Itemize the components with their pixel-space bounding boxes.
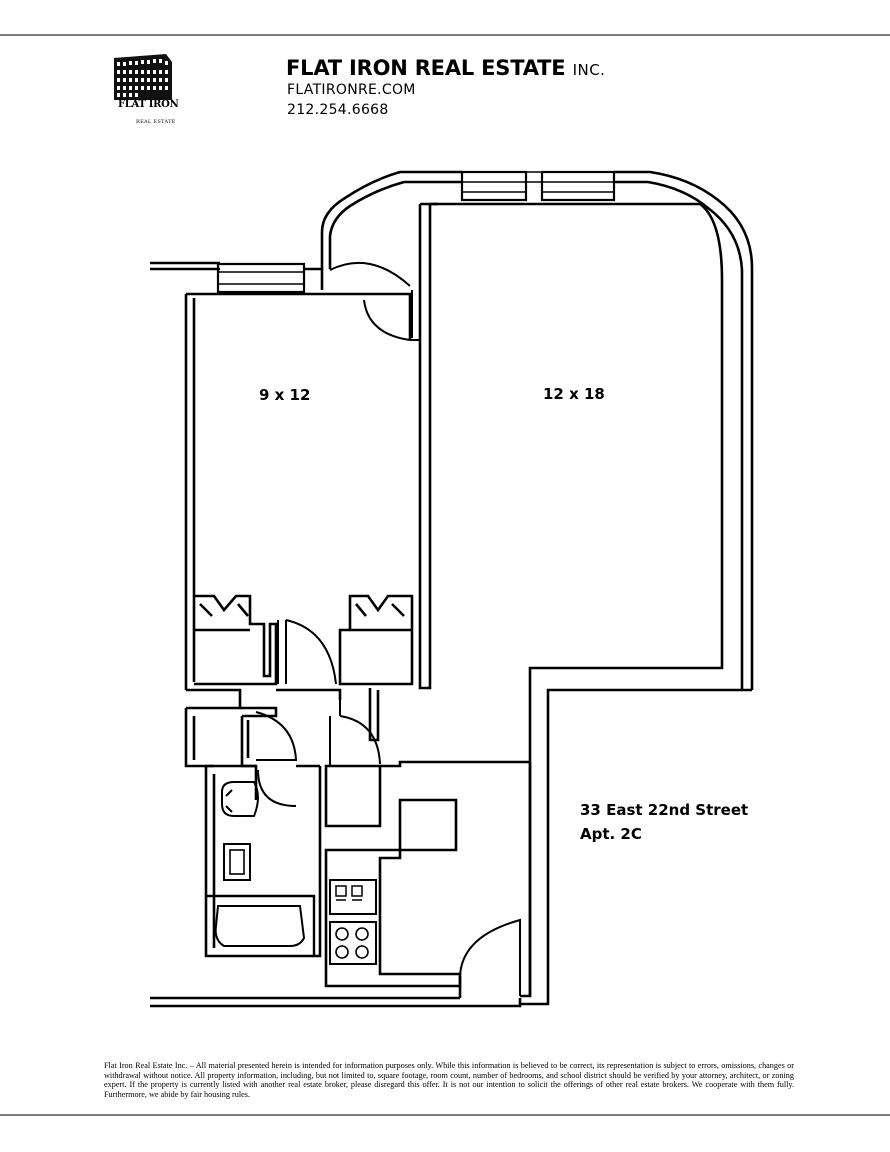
closet-door-2 [329, 700, 381, 766]
logo-wordmark: FLAT IRON [118, 99, 179, 110]
bathroom-wall [204, 764, 322, 958]
bedroom-closet-right [338, 594, 414, 686]
living-room-window-sills [462, 171, 614, 193]
bedroom-dimensions: 9 x 12 [259, 386, 311, 404]
curved-corner-wall [320, 170, 462, 269]
living-room-wall-south [520, 688, 752, 1006]
living-room-window-1 [460, 170, 528, 202]
living-room-window-2 [540, 170, 616, 202]
bathroom-toilet-inner [229, 849, 245, 875]
address-unit: Apt. 2C [580, 825, 642, 843]
hall-divider [276, 688, 380, 742]
exterior-wall-south [150, 976, 522, 1008]
bathroom-door [257, 769, 297, 807]
closet-block [324, 764, 382, 828]
bottom-rule [0, 1114, 890, 1116]
company-name: FLAT IRON REAL ESTATE INC. [286, 56, 605, 80]
exterior-wall-east [614, 170, 754, 690]
company-suffix: INC. [572, 61, 606, 79]
stove [329, 879, 377, 915]
hall-closet-door [255, 711, 298, 761]
bedroom-window-sill [218, 271, 304, 285]
company-website: FLATIRONRE.COM [287, 82, 416, 98]
logo-wordmark-sub: REAL ESTATE [136, 119, 176, 125]
bathroom-tub-basin [214, 905, 306, 947]
bedroom-wall [184, 292, 412, 690]
bathroom-toilet [223, 843, 251, 881]
top-rule [0, 34, 890, 36]
exterior-wall-west [150, 261, 220, 271]
bedroom-window [216, 262, 306, 294]
living-room-wall-west [418, 204, 432, 690]
company-name-text: FLAT IRON REAL ESTATE [286, 56, 566, 80]
kitchen-sink [329, 921, 377, 965]
bathroom-sink [221, 781, 259, 817]
stove-burners [335, 885, 363, 901]
bedroom-closet-right-detail [350, 603, 412, 632]
kitchen-entry-door [459, 918, 521, 996]
exterior-wall-bedroom-top [304, 267, 324, 290]
sink-basin-2 [355, 927, 369, 941]
entry-door-arc [329, 261, 411, 287]
flatiron-building-icon-graphic [114, 54, 172, 100]
address-street: 33 East 22nd Street [580, 801, 749, 819]
hall-wall-left [184, 688, 242, 768]
bedroom-closet-left [194, 594, 278, 686]
sink-basin-1 [335, 927, 349, 941]
bathroom-tub [206, 894, 316, 956]
kitchen-wall-top [380, 760, 530, 768]
living-room-inner-wall [430, 202, 724, 998]
flatiron-building-icon [108, 52, 174, 128]
bedroom-door [363, 290, 420, 341]
sink-basin-4 [355, 945, 369, 959]
hall-closet [240, 706, 278, 800]
bedroom-closet-left-detail [194, 603, 250, 632]
hall-door [277, 619, 337, 685]
company-phone: 212.254.6668 [287, 102, 389, 118]
legal-disclaimer: Flat Iron Real Estate Inc. – All materia… [104, 1061, 794, 1099]
kitchen-sink-basins [335, 927, 369, 959]
sink-basin-3 [335, 945, 349, 959]
property-address: 33 East 22nd Street Apt. 2C [580, 798, 748, 846]
living-room-dimensions: 12 x 18 [543, 385, 605, 403]
